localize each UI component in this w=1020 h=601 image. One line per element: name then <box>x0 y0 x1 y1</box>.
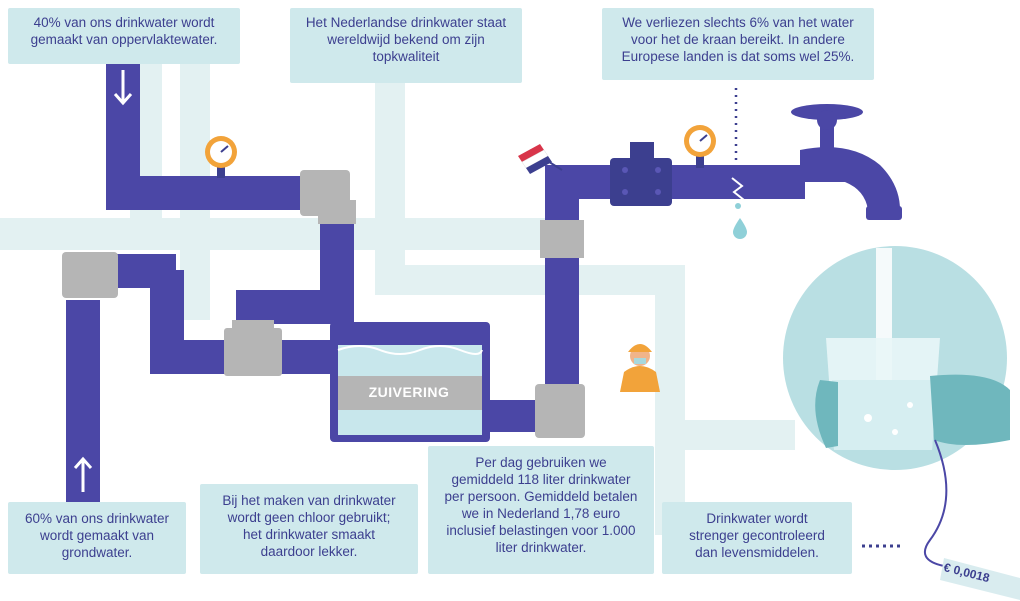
callout-line: per persoon. Gemiddeld betalen <box>444 489 638 504</box>
callout-line: dan levensmiddelen. <box>695 545 819 560</box>
arrow-up-icon <box>73 456 93 492</box>
valve-icon <box>610 142 672 206</box>
callout-line: we in Nederland 1,78 euro <box>461 506 621 521</box>
callout-line: 40% van ons drinkwater wordt <box>33 15 215 30</box>
callout-line: daardoor lekker. <box>260 544 358 559</box>
purification-tank <box>330 322 490 442</box>
callout-quality: Het Nederlandse drinkwater staat wereldw… <box>290 8 522 83</box>
callout-line: gemaakt van oppervlaktewater. <box>30 32 218 47</box>
callout-line: het drinkwater smaakt <box>242 527 376 542</box>
hand-right <box>930 374 1010 445</box>
callout-surface-water: 40% van ons drinkwater wordt gemaakt van… <box>8 8 240 64</box>
price-tag <box>940 558 1020 600</box>
background-pipes <box>0 60 795 535</box>
callout-line: Drinkwater wordt <box>706 511 808 526</box>
callout-loss: We verliezen slechts 6% van het water vo… <box>602 8 874 80</box>
callout-line: Europese landen is dat soms wel 25%. <box>621 49 855 64</box>
callout-line: strenger gecontroleerd <box>689 528 825 543</box>
hand-left <box>815 380 838 448</box>
callout-line: Het Nederlandse drinkwater staat <box>305 15 507 30</box>
arrow-down-icon <box>113 70 133 106</box>
callout-line: grondwater. <box>61 545 133 560</box>
pressure-gauge-icon-2 <box>684 125 716 168</box>
callout-line: wordt gemaakt van <box>39 528 155 543</box>
dutch-flag-icon <box>518 144 563 174</box>
tap-icon <box>791 104 902 220</box>
glass-scene <box>783 246 1010 470</box>
callout-line: Per dag gebruiken we <box>475 455 607 470</box>
pipe-joints <box>62 170 585 438</box>
callout-usage: Per dag gebruiken we gemiddeld 118 liter… <box>428 446 654 574</box>
water-drop-icon <box>733 218 747 239</box>
leak-icon <box>731 88 745 201</box>
callout-ground-water: 60% van ons drinkwater wordt gemaakt van… <box>8 502 186 574</box>
callout-line: Bij het maken van drinkwater <box>222 493 396 508</box>
callout-line: 60% van ons drinkwater <box>24 511 170 526</box>
callout-line: voor het de kraan bereikt. In andere <box>631 32 845 47</box>
callout-line: inclusief belastingen voor 1.000 <box>446 523 636 538</box>
callout-line: topkwaliteit <box>372 49 440 64</box>
callout-control: Drinkwater wordt strenger gecontroleerd … <box>662 502 852 574</box>
tag-string <box>923 439 948 567</box>
callout-line: gemiddeld 118 liter drinkwater <box>451 472 631 487</box>
pipe-system <box>66 60 805 505</box>
callout-line: liter drinkwater. <box>495 540 587 555</box>
worker-icon <box>620 344 660 392</box>
callout-line: wordt geen chloor gebruikt; <box>227 510 391 525</box>
water-drop-small <box>735 203 741 209</box>
callout-line: We verliezen slechts 6% van het water <box>622 15 854 30</box>
callout-line: wereldwijd bekend om zijn <box>327 32 485 47</box>
tank-label: ZUIVERING <box>368 384 450 400</box>
pressure-gauge-icon <box>205 136 237 178</box>
callout-chlorine: Bij het maken van drinkwater wordt geen … <box>200 484 418 574</box>
